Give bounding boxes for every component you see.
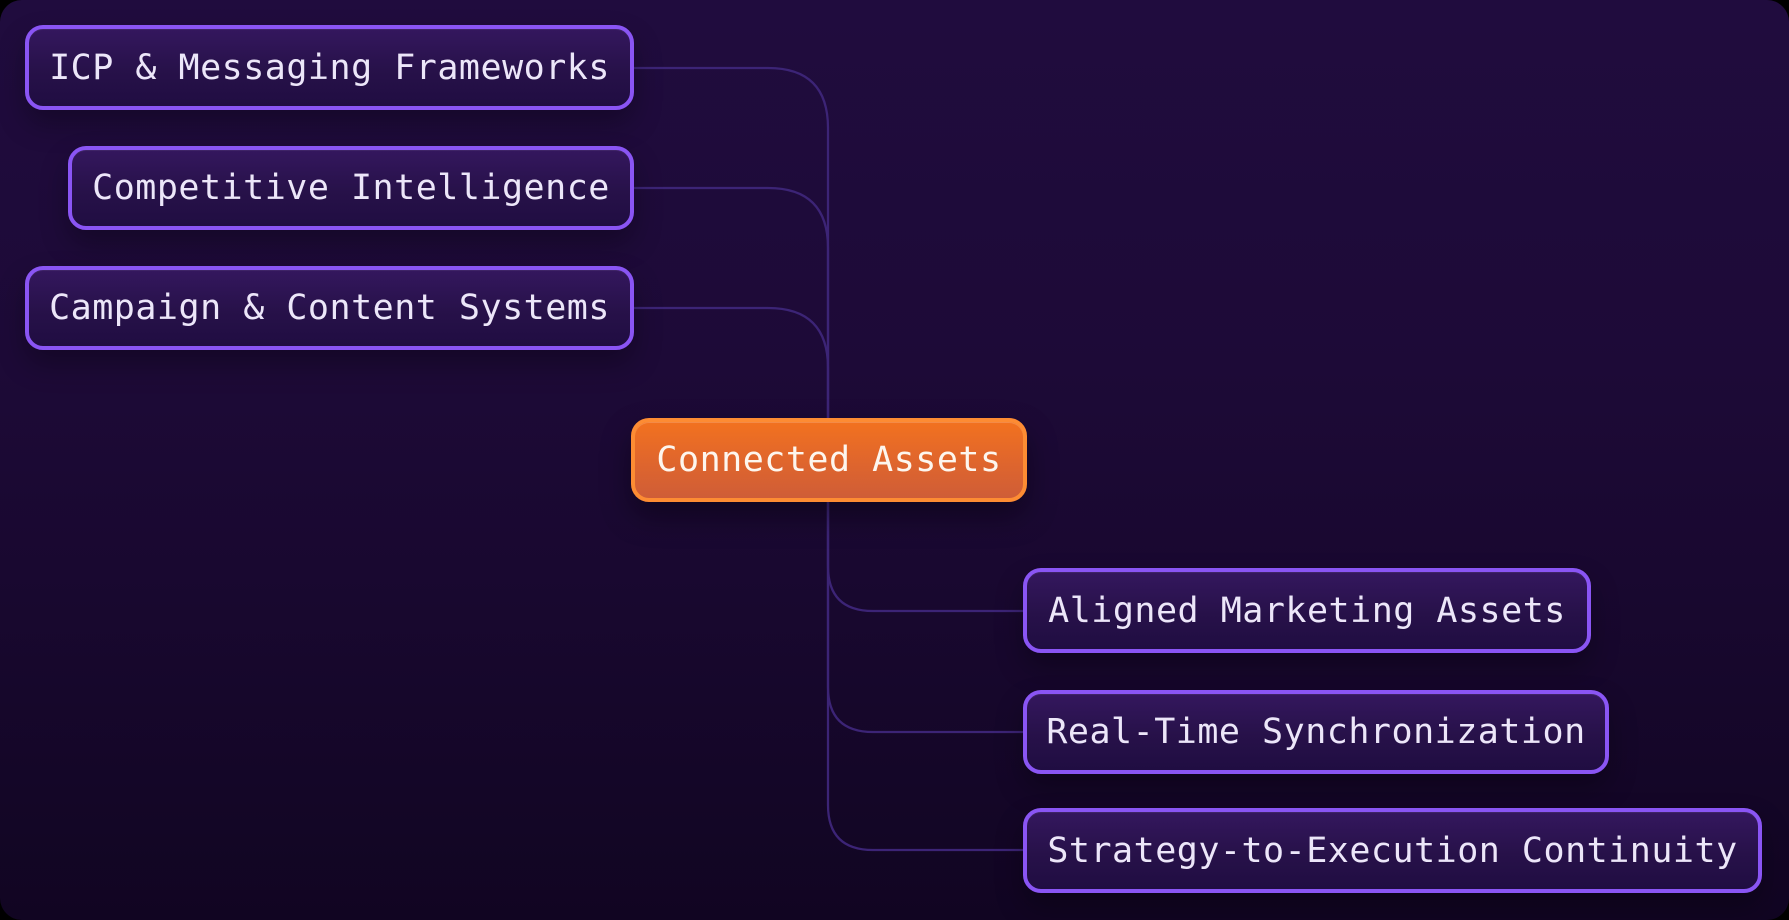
connector-root-to-strategy bbox=[826, 500, 1025, 852]
node-real-time-synchronization[interactable]: Real-Time Synchronization bbox=[1023, 690, 1609, 774]
node-competitive-intelligence[interactable]: Competitive Intelligence bbox=[68, 146, 634, 230]
node-aligned-marketing-assets[interactable]: Aligned Marketing Assets bbox=[1023, 568, 1591, 653]
node-label: Campaign & Content Systems bbox=[49, 288, 610, 328]
connector-root-to-realtime bbox=[826, 500, 1025, 734]
node-icp-messaging-frameworks[interactable]: ICP & Messaging Frameworks bbox=[25, 25, 634, 110]
node-label: Connected Assets bbox=[656, 440, 1002, 480]
node-label: Aligned Marketing Assets bbox=[1048, 590, 1566, 631]
node-connected-assets-root[interactable]: Connected Assets bbox=[631, 418, 1027, 502]
connector-root-to-aligned bbox=[826, 500, 1025, 613]
node-campaign-content-systems[interactable]: Campaign & Content Systems bbox=[25, 266, 634, 350]
node-label: Strategy-to-Execution Continuity bbox=[1047, 830, 1738, 871]
connector-campaign-to-root bbox=[632, 306, 830, 420]
node-label: Competitive Intelligence bbox=[92, 168, 610, 208]
connector-competitive-to-root bbox=[632, 186, 830, 420]
connector-icp-to-root bbox=[632, 66, 830, 420]
node-strategy-to-execution-continuity[interactable]: Strategy-to-Execution Continuity bbox=[1023, 808, 1762, 893]
node-label: Real-Time Synchronization bbox=[1046, 712, 1586, 752]
node-label: ICP & Messaging Frameworks bbox=[49, 47, 610, 88]
